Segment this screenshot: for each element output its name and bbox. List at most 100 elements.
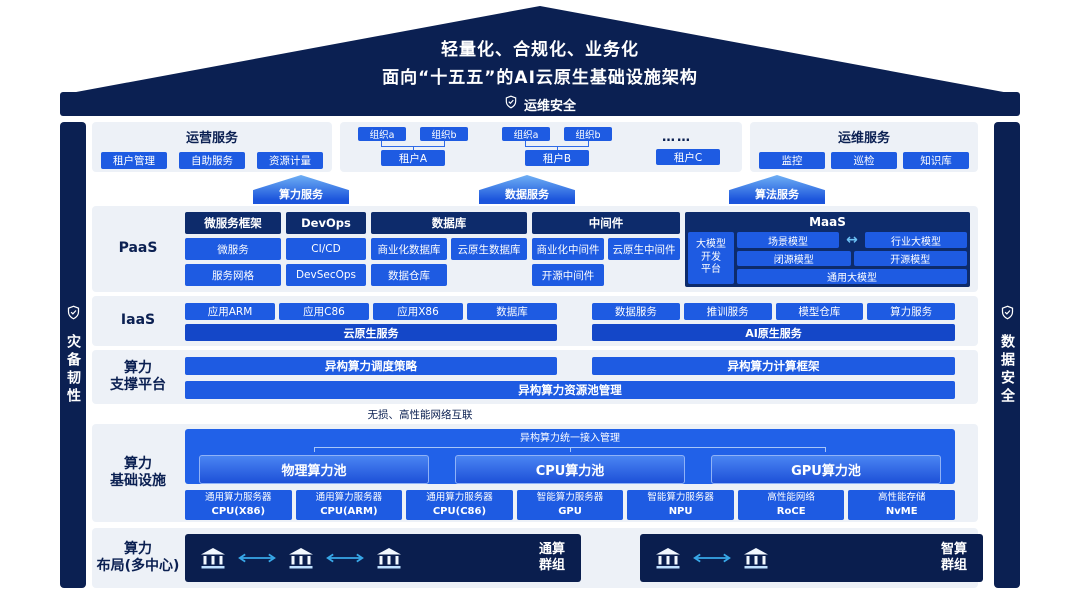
roof-title-line1: 轻量化、合规化、业务化 <box>441 40 639 60</box>
tenant-c-chip: 租户C <box>656 149 720 165</box>
more-tenants-ellipsis: …… <box>662 130 692 145</box>
server-spec: CPU(X86) <box>211 505 266 517</box>
group-header: 中间件 <box>532 212 680 234</box>
physical-pool: 物理算力池 <box>199 455 429 484</box>
server-spec: GPU <box>558 505 582 517</box>
label-line1: 算力 <box>124 455 152 472</box>
datacenter-bank-icon <box>287 547 315 569</box>
interconnect-arrow-icon <box>325 553 365 563</box>
general-compute-group-label: 通算 群组 <box>538 542 565 573</box>
network-interconnect-note: 无损、高性能网络互联 <box>367 409 473 421</box>
cpu-pool: CPU算力池 <box>455 455 685 484</box>
group-header: 微服务框架 <box>185 212 281 234</box>
ai-compute-group-label: 智算 群组 <box>940 542 967 573</box>
label-line2: 基础设施 <box>110 473 166 489</box>
roof-banner: 轻量化、合规化、业务化 面向“十五五”的AI云原生基础设施架构 <box>60 6 1020 95</box>
resource-pool-mgmt-bar: 异构算力资源池管理 <box>185 381 955 399</box>
service-mesh-chip: 服务网格 <box>185 264 281 286</box>
tenant-b-chip: 租户B <box>525 150 589 166</box>
tenant-a-group: 组织a 组织b 租户A <box>354 127 472 166</box>
general-compute-group-panel: 通算 群组 <box>185 534 581 582</box>
maintenance-service-panel: 运维服务 监控 巡检 知识库 <box>750 122 978 172</box>
ai-native-service-bar: AI原生服务 <box>592 324 955 341</box>
devsecops-chip: DevSecOps <box>286 264 366 286</box>
training-service-chip: 推训服务 <box>683 303 772 320</box>
server-spec: NPU <box>668 505 693 517</box>
datacenter-bank-icon <box>199 547 227 569</box>
commercial-mw-chip: 商业化中间件 <box>532 238 604 260</box>
datacenter-bank-icon <box>742 547 770 569</box>
scheduling-policy-bar: 异构算力调度策略 <box>185 357 557 375</box>
unified-access-title: 异构算力统一接入管理 <box>520 433 620 444</box>
operation-service-title: 运营服务 <box>185 131 238 146</box>
app-arm-chip: 应用ARM <box>185 303 275 320</box>
compute-infrastructure-panel: 算力 基础设施 异构算力统一接入管理 物理算力池 CPU算力池 GPU算力池 通… <box>92 424 978 522</box>
shield-check-icon <box>1000 305 1015 324</box>
disaster-resilience-bar: 灾备韧性 <box>60 122 86 588</box>
cicd-chip: CI/CD <box>286 238 366 260</box>
unified-access-container: 异构算力统一接入管理 物理算力池 CPU算力池 GPU算力池 <box>185 429 955 484</box>
tenant-org-panel: 组织a 组织b 租户A 组织a 组织b 租户B …… 租户C <box>340 122 742 172</box>
ops-security-label: 运维安全 <box>523 98 576 114</box>
server-type: 智能算力服务器 <box>647 492 714 504</box>
interconnect-arrow-icon <box>237 553 277 563</box>
knowledge-base-chip: 知识库 <box>903 152 969 169</box>
server-c86: 通用算力服务器 CPU(C86) <box>406 490 513 520</box>
closed-model-chip: 闭源模型 <box>737 251 851 266</box>
org-b-chip: 组织b <box>420 127 468 141</box>
server-type: 通用算力服务器 <box>315 492 383 504</box>
paas-layer-label: PaaS <box>118 240 158 257</box>
label-line1: 算力 <box>124 359 152 376</box>
server-spec: NvME <box>885 505 918 517</box>
server-type: 通用算力服务器 <box>426 492 493 504</box>
commercial-db-chip: 商业化数据库 <box>371 238 447 260</box>
compute-service-chip: 算力服务 <box>867 303 955 320</box>
operation-service-panel: 运营服务 租户管理 自助服务 资源计量 <box>92 122 332 172</box>
compute-layout-label: 算力 布局(多中心) <box>92 528 184 588</box>
org-b-chip: 组织b <box>564 127 612 141</box>
tenant-b-group: 组织a 组织b 租户B <box>498 127 616 166</box>
scenario-model-chip: 场景模型 <box>737 232 839 248</box>
monitoring-chip: 监控 <box>759 152 825 169</box>
label-line2: 支撑平台 <box>110 377 166 393</box>
cloudnative-cluster: 应用ARM 应用C86 应用X86 数据库 云原生服务 <box>185 303 557 341</box>
datacenter-bank-icon <box>375 547 403 569</box>
server-type: 高性能网络 <box>767 492 815 504</box>
maas-group: MaaS 大模型 开发 平台 场景模型 ↔ 行业大模型 闭源模型 开源模型 <box>685 212 970 287</box>
algorithm-service-arrow: 算法服务 <box>729 175 825 204</box>
server-spec: RoCE <box>776 505 806 517</box>
model-repo-chip: 模型仓库 <box>775 303 864 320</box>
app-c86-chip: 应用C86 <box>279 303 369 320</box>
group-header: 数据库 <box>371 212 527 234</box>
maas-header: MaaS <box>809 215 846 229</box>
paas-layer-panel: PaaS 微服务框架 微服务 服务网格 DevOps CI/CD DevSecO… <box>92 206 978 292</box>
app-x86-chip: 应用X86 <box>373 303 463 320</box>
compute-infrastructure-label: 算力 基础设施 <box>92 424 184 522</box>
shield-check-icon <box>66 305 81 324</box>
data-service-arrow: 数据服务 <box>479 175 575 204</box>
maintenance-service-title: 运维服务 <box>837 131 890 146</box>
inspection-chip: 巡检 <box>831 152 897 169</box>
access-bracket <box>314 447 826 453</box>
label-line1: 算力 <box>124 540 152 557</box>
opensource-mw-chip: 开源中间件 <box>532 264 604 286</box>
llm-dev-platform-chip: 大模型 开发 平台 <box>688 232 734 284</box>
microservice-framework-group: 微服务框架 微服务 服务网格 <box>185 212 281 286</box>
server-type: 通用算力服务器 <box>205 492 272 504</box>
general-model-chip: 通用大模型 <box>737 269 967 284</box>
tenant-a-chip: 租户A <box>381 150 445 166</box>
resource-metering-chip: 资源计量 <box>257 152 323 169</box>
compute-support-panel: 算力 支撑平台 异构算力调度策略 异构算力计算框架 异构算力资源池管理 <box>92 350 978 404</box>
org-connector <box>525 141 589 147</box>
cloudnative-mw-chip: 云原生中间件 <box>608 238 680 260</box>
org-connector <box>381 141 445 147</box>
compute-support-label: 算力 支撑平台 <box>92 350 184 404</box>
compute-service-arrow: 算力服务 <box>253 175 349 204</box>
microservice-chip: 微服务 <box>185 238 281 260</box>
label-line2: 布局(多中心) <box>96 558 180 574</box>
org-a-chip: 组织a <box>358 127 406 141</box>
server-npu: 智能算力服务器 NPU <box>627 490 734 520</box>
industry-model-chip: 行业大模型 <box>865 232 967 248</box>
data-warehouse-chip: 数据仓库 <box>371 264 447 286</box>
